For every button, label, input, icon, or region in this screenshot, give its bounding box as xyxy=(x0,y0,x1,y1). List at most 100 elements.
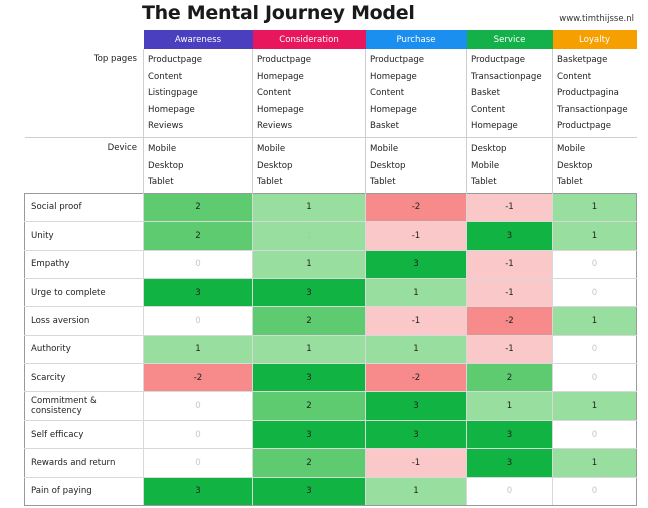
top-pages-item: Content xyxy=(471,104,506,115)
stage-header-service: Service xyxy=(466,30,553,49)
score-cell: 3 xyxy=(365,250,467,279)
score-cell: 2 xyxy=(143,192,253,223)
score-cell: -1 xyxy=(466,335,553,365)
score-cell: 0 xyxy=(143,391,253,421)
score-cell: -1 xyxy=(466,250,553,279)
score-cell: -1 xyxy=(365,221,467,251)
score-cell: 0 xyxy=(143,420,253,450)
score-cell: 0 xyxy=(552,477,637,507)
principle-label: Authority xyxy=(24,335,144,365)
score-cell: 3 xyxy=(466,448,553,478)
score-cell: 0 xyxy=(143,448,253,478)
top-pages-item: Content xyxy=(557,71,592,82)
device-item: Tablet xyxy=(471,177,497,188)
principle-label: Commitment & consistency xyxy=(24,391,144,421)
device-item: Tablet xyxy=(370,177,396,188)
principle-label: Urge to complete xyxy=(24,278,144,308)
top-pages-item: Homepage xyxy=(148,104,195,115)
score-cell: 1 xyxy=(466,391,553,421)
score-cell: 3 xyxy=(252,363,366,393)
top-pages-item: Transactionpage xyxy=(471,71,542,82)
principle-label: Loss aversion xyxy=(24,306,144,336)
device-item: Desktop xyxy=(370,160,406,171)
top-pages-item: Reviews xyxy=(257,121,293,132)
score-cell: 1 xyxy=(252,250,366,279)
journey-grid: Awareness Consideration Purchase Service… xyxy=(24,30,637,507)
score-cell: 1 xyxy=(143,335,253,365)
device-item: Mobile xyxy=(148,143,177,154)
score-cell: 0 xyxy=(552,278,637,308)
score-cell: -1 xyxy=(365,448,467,478)
top-pages-item: Productpage xyxy=(257,55,312,65)
score-cell: 1 xyxy=(365,335,467,365)
score-cell: 1 xyxy=(552,306,637,336)
top-pages-item: Content xyxy=(370,88,405,99)
top-pages-item: Productpagina xyxy=(557,88,619,99)
device-item: Desktop xyxy=(257,160,293,171)
score-cell: 1 xyxy=(252,192,366,223)
principle-label: Rewards and return xyxy=(24,448,144,478)
score-cell: 0 xyxy=(466,477,553,507)
top-pages-item: Productpage xyxy=(370,55,425,65)
score-cell: 1 xyxy=(552,448,637,478)
score-cell: -2 xyxy=(365,192,467,223)
score-cell: -1 xyxy=(466,278,553,308)
top-pages-item: Content xyxy=(148,71,183,82)
principle-label: Pain of paying xyxy=(24,477,144,507)
device-item: Mobile xyxy=(370,143,399,154)
stage-header-consideration: Consideration xyxy=(252,30,366,49)
top-pages-item: Content xyxy=(257,88,292,99)
journey-table: Awareness Consideration Purchase Service… xyxy=(24,30,637,507)
score-cell: -1 xyxy=(466,192,553,223)
score-cell: 3 xyxy=(365,391,467,421)
score-cell: 3 xyxy=(252,278,366,308)
device-item: Tablet xyxy=(257,177,283,188)
top-pages-item: Homepage xyxy=(471,121,518,132)
top-pages-item: Basketpage xyxy=(557,55,608,65)
top-pages-label: Top pages xyxy=(24,49,144,138)
score-cell: 0 xyxy=(552,250,637,279)
top-pages-item: Reviews xyxy=(148,121,184,132)
score-cell: 2 xyxy=(466,363,553,393)
principle-label: Unity xyxy=(24,221,144,251)
top-pages-item: Productpage xyxy=(148,55,203,65)
score-cell: 1 xyxy=(552,391,637,421)
top-pages-item: Productpage xyxy=(471,55,526,65)
stage-header-awareness: Awareness xyxy=(143,30,253,49)
score-cell: 0 xyxy=(552,335,637,365)
principle-label: Empathy xyxy=(24,250,144,279)
stage-header-row: Awareness Consideration Purchase Service… xyxy=(25,30,637,49)
score-cell: 1 xyxy=(365,477,467,507)
score-cell: 3 xyxy=(365,420,467,450)
score-cell: -2 xyxy=(466,306,553,336)
device-item: Desktop xyxy=(148,160,184,171)
score-cell: 1 xyxy=(252,335,366,365)
principle-label: Scarcity xyxy=(24,363,144,393)
page-title: The Mental Journey Model xyxy=(142,2,415,24)
score-cell: 3 xyxy=(143,278,253,308)
score-cell: 3 xyxy=(143,477,253,507)
principle-label: Self efficacy xyxy=(24,420,144,450)
score-cell: 3 xyxy=(252,477,366,507)
top-pages-item: Homepage xyxy=(370,71,417,82)
top-pages-item: Basket xyxy=(370,121,399,132)
top-pages-item: Listingpage xyxy=(148,88,198,99)
score-cell: 0 xyxy=(552,420,637,450)
